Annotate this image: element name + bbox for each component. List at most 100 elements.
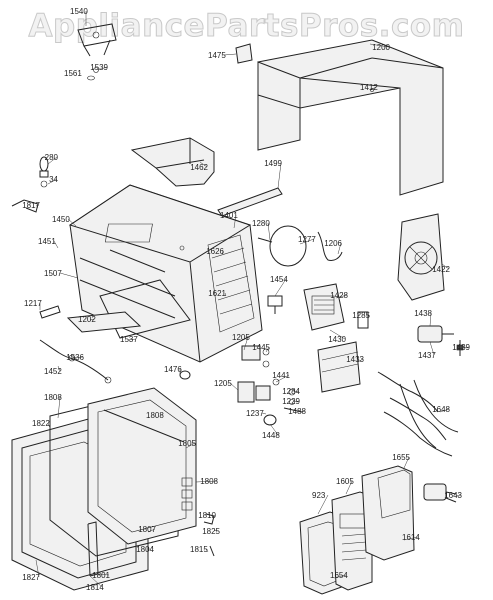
leader-line — [429, 341, 435, 356]
part-number-label: 1507 — [44, 269, 62, 278]
part-number-label: 1428 — [330, 291, 348, 300]
interlock-switch-upper-shape — [241, 345, 270, 368]
leader-line — [455, 494, 462, 497]
leader-line — [369, 43, 390, 48]
leader-line — [333, 574, 347, 579]
leader-line — [35, 559, 40, 578]
leader-line — [267, 222, 271, 241]
part-number-label: 1284 — [282, 387, 300, 396]
door-handle-shape — [87, 521, 99, 577]
stirrer-blade-shape — [257, 225, 343, 267]
part-number-label: 1539 — [90, 63, 108, 72]
part-number-label: 1475 — [208, 51, 226, 60]
air-duct-shape — [130, 137, 215, 187]
leader-line — [317, 494, 329, 515]
part-number-label: 1621 — [208, 289, 226, 298]
leader-line — [47, 178, 58, 185]
capacitor-shape — [417, 325, 454, 343]
leader-line — [47, 156, 58, 165]
part-number-label: 1626 — [206, 247, 224, 256]
leader-line — [335, 294, 348, 299]
part-number-label: 1229 — [282, 397, 300, 406]
part-number-label: 1438 — [414, 309, 432, 318]
part-number-label: 1441 — [272, 371, 290, 380]
part-number-label: 1815 — [190, 545, 208, 554]
part-number-label: 1237 — [246, 409, 264, 418]
leader-line — [59, 272, 79, 279]
leader-line — [199, 161, 208, 168]
part-number-label: 1804 — [136, 545, 154, 554]
part-number-label: 1808 — [146, 411, 164, 420]
part-number-label: 1439 — [452, 343, 470, 352]
leader-line — [159, 413, 163, 416]
leader-line — [329, 329, 346, 340]
part-number-label: 1454 — [270, 275, 288, 284]
leader-line — [97, 66, 108, 71]
leader-line — [403, 456, 410, 469]
control-board-shape — [361, 465, 415, 561]
wire-harness-shape — [377, 371, 459, 457]
part-number-label: 1205 — [232, 333, 250, 342]
leader-line — [261, 412, 267, 415]
part-number-label: 1277 — [298, 235, 316, 244]
leader-line — [345, 480, 353, 495]
leader-line — [274, 278, 287, 297]
part-number-label: 1537 — [120, 335, 138, 344]
part-number-label: 1451 — [38, 237, 56, 246]
part-number-label: 1200 — [372, 43, 390, 52]
part-number-label: 1450 — [52, 215, 70, 224]
part-number-label: 1643 — [444, 491, 462, 500]
part-number-label: 1202 — [78, 315, 96, 324]
leader-line — [229, 382, 239, 391]
part-number-label: 1817 — [22, 201, 40, 210]
latch-parts-shape — [181, 477, 215, 557]
part-number-label: 34 — [49, 175, 58, 184]
leader-line — [265, 346, 270, 353]
leader-line — [223, 53, 237, 56]
leader-line — [53, 240, 59, 249]
part-number-label: 1614 — [402, 533, 420, 542]
part-number-label: 1822 — [32, 419, 50, 428]
leader-line — [243, 336, 249, 351]
leader-line — [233, 214, 237, 229]
part-number-label: 280 — [45, 153, 59, 162]
cap-1476-shape — [179, 370, 191, 380]
magnetron-shape — [303, 283, 345, 331]
part-number-label: 1540 — [70, 7, 88, 16]
thermostat-bracket-shape — [77, 23, 117, 81]
leader-line — [47, 422, 51, 429]
leader-line — [67, 218, 77, 227]
fuse-holder-shape — [357, 311, 369, 329]
leader-line — [269, 423, 279, 436]
part-number-label: 1536 — [66, 353, 84, 362]
part-number-label: 1808 — [44, 393, 62, 402]
leader-line — [429, 312, 432, 327]
leader-line — [293, 400, 300, 403]
leader-line — [35, 204, 40, 207]
leader-line — [89, 318, 95, 321]
outer-cabinet-shape — [257, 39, 444, 196]
part-number-label: 1807 — [138, 525, 156, 534]
part-number-label: 1814 — [86, 583, 104, 592]
leader-line — [57, 396, 61, 419]
part-number-label: 1422 — [432, 265, 450, 274]
leader-line — [89, 575, 103, 588]
leader-line — [71, 356, 84, 359]
support-bar-shape — [217, 187, 283, 217]
leader-line — [275, 374, 290, 383]
interlock-switch-lower-shape — [237, 378, 280, 403]
leader-line — [221, 250, 224, 255]
leader-line — [461, 346, 470, 349]
fan-motor-shape — [397, 213, 445, 301]
part-number-label: 1452 — [44, 367, 62, 376]
part-number-label: 1430 — [328, 335, 346, 344]
part-number-label: 1462 — [190, 163, 208, 172]
leader-line — [293, 390, 300, 393]
part-number-label: 1825 — [202, 527, 220, 536]
leader-line — [301, 410, 306, 413]
leader-line — [147, 528, 156, 533]
door-panel-inner-shape — [87, 387, 197, 545]
